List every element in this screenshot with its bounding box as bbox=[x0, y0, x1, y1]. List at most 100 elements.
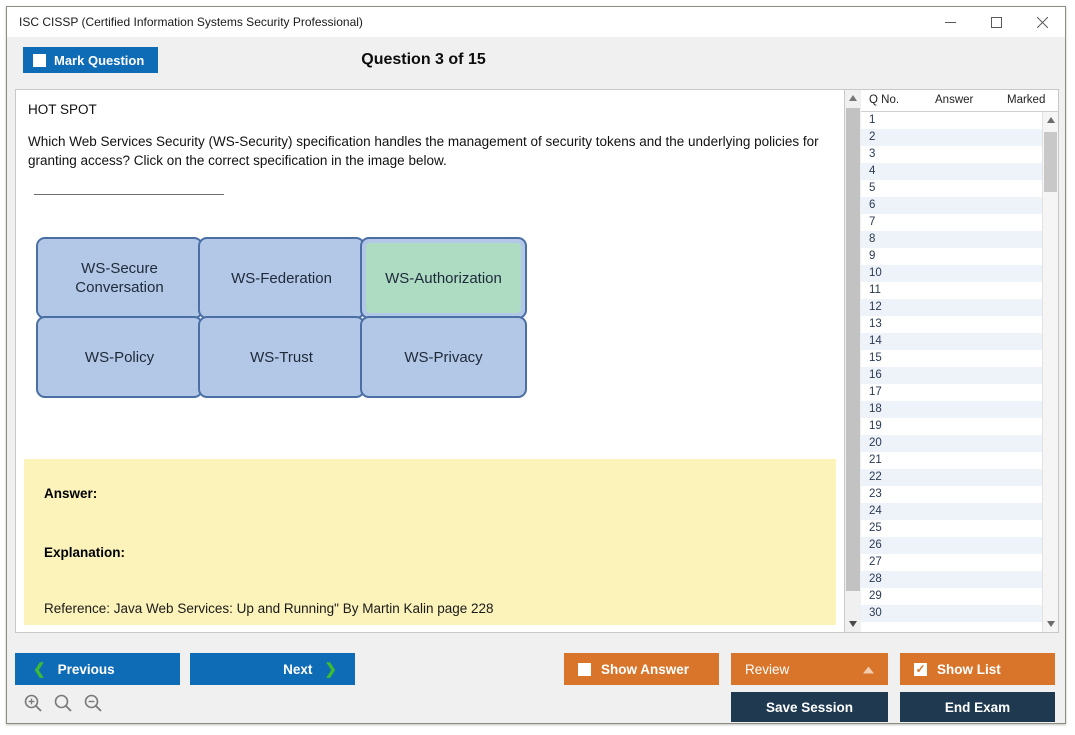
row-question-number: 14 bbox=[869, 335, 882, 347]
explanation-label: Explanation: bbox=[44, 545, 126, 560]
answer-label: Answer: bbox=[44, 486, 98, 501]
scroll-up-icon[interactable] bbox=[845, 90, 861, 106]
inner-scroll-up-icon[interactable] bbox=[1043, 112, 1059, 128]
title-bar: ISC CISSP (Certified Information Systems… bbox=[7, 7, 1065, 37]
hotspot-box-ws-authorization[interactable]: WS-Authorization bbox=[360, 237, 527, 319]
table-row[interactable]: 19 bbox=[861, 418, 1042, 435]
row-question-number: 22 bbox=[869, 471, 882, 483]
zoom-controls bbox=[23, 693, 103, 718]
maximize-icon[interactable] bbox=[973, 7, 1019, 37]
question-pane: HOT SPOT Which Web Services Security (WS… bbox=[16, 90, 844, 632]
table-row[interactable]: 28 bbox=[861, 571, 1042, 588]
table-row[interactable]: 23 bbox=[861, 486, 1042, 503]
scroll-down-icon[interactable] bbox=[845, 616, 861, 632]
row-question-number: 17 bbox=[869, 386, 882, 398]
save-session-button[interactable]: Save Session bbox=[731, 692, 888, 722]
table-row[interactable]: 7 bbox=[861, 214, 1042, 231]
row-question-number: 16 bbox=[869, 369, 882, 381]
hotspot-box-ws-privacy[interactable]: WS-Privacy bbox=[360, 316, 527, 398]
hotspot-box-label: WS-Federation bbox=[231, 269, 332, 287]
row-question-number: 27 bbox=[869, 556, 882, 568]
table-row[interactable]: 3 bbox=[861, 146, 1042, 163]
close-icon[interactable] bbox=[1019, 7, 1065, 37]
row-question-number: 13 bbox=[869, 318, 882, 330]
question-list-inner-scrollbar[interactable] bbox=[1042, 112, 1058, 632]
row-question-number: 21 bbox=[869, 454, 882, 466]
end-exam-label: End Exam bbox=[944, 699, 1011, 715]
mark-question-checkbox[interactable] bbox=[33, 53, 46, 67]
row-question-number: 29 bbox=[869, 590, 882, 602]
question-type-label: HOT SPOT bbox=[28, 102, 97, 117]
next-label: Next bbox=[283, 661, 313, 677]
table-row[interactable]: 6 bbox=[861, 197, 1042, 214]
question-list-outer-scrollbar[interactable] bbox=[845, 90, 861, 632]
table-row[interactable]: 4 bbox=[861, 163, 1042, 180]
review-dropdown[interactable]: Review bbox=[731, 653, 888, 685]
table-row[interactable]: 21 bbox=[861, 452, 1042, 469]
zoom-in-icon[interactable] bbox=[23, 693, 43, 718]
table-row[interactable]: 13 bbox=[861, 316, 1042, 333]
row-question-number: 12 bbox=[869, 301, 882, 313]
end-exam-button[interactable]: End Exam bbox=[900, 692, 1055, 722]
show-answer-checkbox[interactable] bbox=[578, 662, 591, 676]
table-row[interactable]: 10 bbox=[861, 265, 1042, 282]
table-row[interactable]: 2 bbox=[861, 129, 1042, 146]
body-area: HOT SPOT Which Web Services Security (WS… bbox=[15, 89, 1059, 633]
previous-button[interactable]: ❮ Previous bbox=[15, 653, 180, 685]
inner-scroll-down-icon[interactable] bbox=[1043, 616, 1059, 632]
mark-question-label: Mark Question bbox=[54, 52, 145, 68]
table-row[interactable]: 25 bbox=[861, 520, 1042, 537]
table-row[interactable]: 24 bbox=[861, 503, 1042, 520]
table-row[interactable]: 18 bbox=[861, 401, 1042, 418]
show-answer-button[interactable]: Show Answer bbox=[564, 653, 719, 685]
row-question-number: 28 bbox=[869, 573, 882, 585]
table-row[interactable]: 20 bbox=[861, 435, 1042, 452]
question-list-header: Q No. Answer Marked bbox=[861, 90, 1058, 112]
chevron-up-icon bbox=[863, 662, 874, 677]
next-button[interactable]: Next ❯ bbox=[190, 653, 355, 685]
hotspot-box-ws-secure-conversation[interactable]: WS-Secure Conversation bbox=[36, 237, 203, 319]
hotspot-selection-highlight bbox=[366, 243, 521, 313]
table-row[interactable]: 8 bbox=[861, 231, 1042, 248]
table-row[interactable]: 16 bbox=[861, 367, 1042, 384]
show-answer-label: Show Answer bbox=[601, 661, 690, 677]
table-row[interactable]: 29 bbox=[861, 588, 1042, 605]
table-row[interactable]: 30 bbox=[861, 605, 1042, 622]
zoom-out-icon[interactable] bbox=[83, 693, 103, 718]
table-row[interactable]: 1 bbox=[861, 112, 1042, 129]
hotspot-box-ws-trust[interactable]: WS-Trust bbox=[198, 316, 365, 398]
row-question-number: 18 bbox=[869, 403, 882, 415]
row-question-number: 3 bbox=[869, 148, 876, 160]
show-list-button[interactable]: ✓ Show List bbox=[900, 653, 1055, 685]
row-question-number: 19 bbox=[869, 420, 882, 432]
table-row[interactable]: 9 bbox=[861, 248, 1042, 265]
row-question-number: 2 bbox=[869, 131, 876, 143]
mark-question-button[interactable]: Mark Question bbox=[23, 47, 159, 73]
hotspot-box-ws-federation[interactable]: WS-Federation bbox=[198, 237, 365, 319]
column-header-marked: Marked bbox=[1007, 94, 1046, 106]
row-question-number: 26 bbox=[869, 539, 882, 551]
table-row[interactable]: 14 bbox=[861, 333, 1042, 350]
table-row[interactable]: 15 bbox=[861, 350, 1042, 367]
table-row[interactable]: 27 bbox=[861, 554, 1042, 571]
show-list-checkbox[interactable]: ✓ bbox=[914, 662, 927, 676]
outer-scrollbar-thumb[interactable] bbox=[846, 108, 860, 591]
table-row[interactable]: 26 bbox=[861, 537, 1042, 554]
hotspot-box-ws-policy[interactable]: WS-Policy bbox=[36, 316, 203, 398]
header-bar: Mark Question Question 3 of 15 bbox=[7, 37, 1065, 87]
table-row[interactable]: 12 bbox=[861, 299, 1042, 316]
row-question-number: 30 bbox=[869, 607, 882, 619]
inner-scrollbar-thumb[interactable] bbox=[1044, 132, 1057, 192]
table-row[interactable]: 17 bbox=[861, 384, 1042, 401]
table-row[interactable]: 11 bbox=[861, 282, 1042, 299]
answer-reference: Reference: Java Web Services: Up and Run… bbox=[44, 601, 494, 616]
table-row[interactable]: 5 bbox=[861, 180, 1042, 197]
hotspot-diagram: WS-Secure Conversation WS-Federation WS-… bbox=[36, 237, 533, 399]
minimize-icon[interactable] bbox=[927, 7, 973, 37]
window-controls bbox=[927, 7, 1065, 37]
table-row[interactable]: 22 bbox=[861, 469, 1042, 486]
row-question-number: 6 bbox=[869, 199, 876, 211]
page-title: Question 3 of 15 bbox=[361, 51, 486, 68]
zoom-reset-icon[interactable] bbox=[53, 693, 73, 718]
